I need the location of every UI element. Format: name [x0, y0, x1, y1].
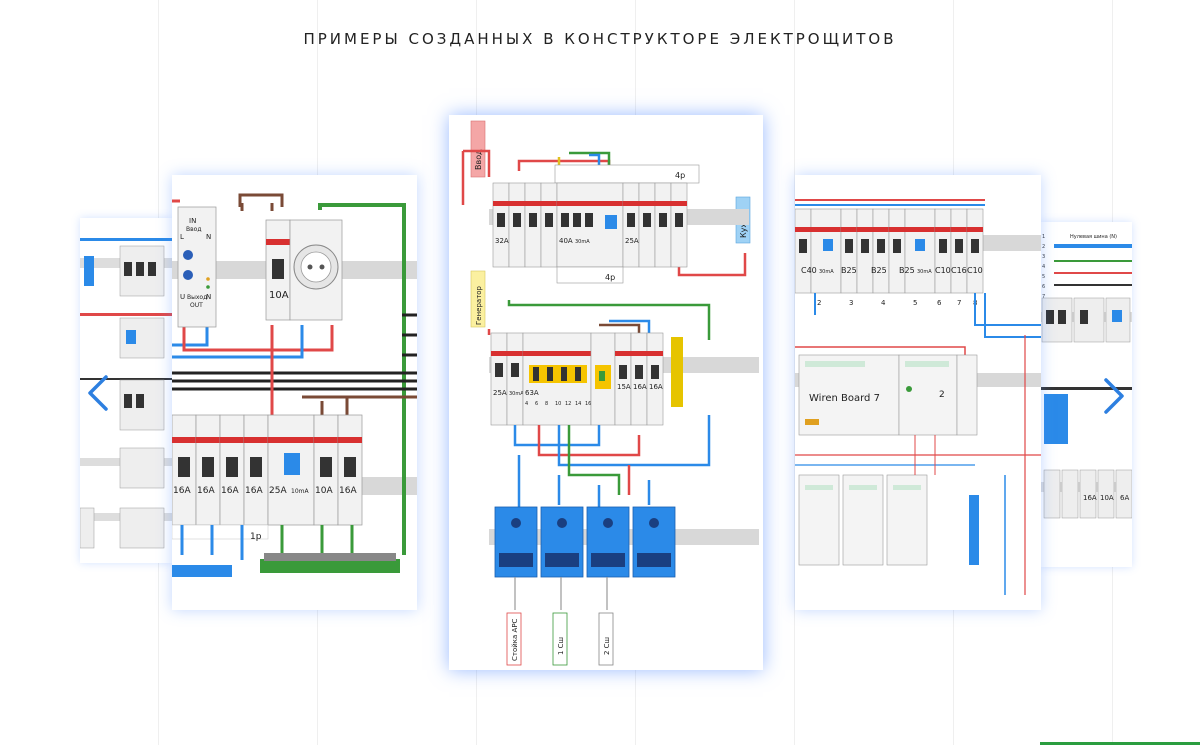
svg-text:15A: 15A — [617, 383, 631, 391]
svg-text:63A: 63A — [525, 389, 539, 397]
bg-grid-line — [794, 0, 795, 745]
svg-text:4р: 4р — [605, 273, 615, 282]
svg-text:14: 14 — [575, 401, 581, 407]
breaker-row: 16A 16A 16A 16A 25A 10mA — [172, 414, 363, 526]
schema-far-left — [80, 218, 172, 563]
svg-text:16A: 16A — [633, 383, 647, 391]
schema-right: C40 30mA B25 B25 B25 30mA — [795, 175, 1041, 610]
svg-text:C10: C10 — [935, 266, 951, 275]
svg-text:30mA: 30mA — [917, 269, 932, 275]
neutral-bus-label: Нулевая шина (N) — [1070, 234, 1117, 240]
svg-text:1p: 1p — [250, 532, 262, 542]
voltage-relay: IN Ввод L N U Выход N OUT — [177, 206, 217, 328]
svg-text:C10: C10 — [967, 266, 983, 275]
svg-text:OUT: OUT — [190, 302, 203, 309]
chevron-left-icon — [88, 375, 108, 411]
svg-text:25A: 25A — [493, 389, 507, 397]
svg-text:2: 2 — [1042, 244, 1045, 250]
svg-text:Кухня: Кухня — [739, 213, 748, 238]
svg-text:30mA: 30mA — [575, 239, 590, 245]
svg-text:B25: B25 — [899, 266, 915, 275]
svg-text:B25: B25 — [841, 266, 857, 275]
svg-text:40A: 40A — [559, 237, 573, 245]
svg-text:1 Сш: 1 Сш — [557, 637, 565, 655]
svg-text:16A: 16A — [339, 486, 357, 496]
svg-text:7: 7 — [957, 299, 961, 307]
svg-text:10A: 10A — [315, 486, 333, 496]
relay-modules — [798, 474, 928, 566]
carousel-prev-button[interactable] — [84, 373, 114, 413]
svg-text:6A: 6A — [1120, 494, 1129, 502]
din-socket — [289, 219, 343, 321]
page-title: ПРИМЕРЫ СОЗДАННЫХ В КОНСТРУКТОРЕ ЭЛЕКТРО… — [303, 30, 897, 48]
svg-text:Стойка АРС: Стойка АРС — [511, 618, 519, 661]
svg-text:Ввод: Ввод — [474, 149, 483, 170]
svg-text:16A: 16A — [245, 486, 263, 496]
svg-text:25A: 25A — [625, 237, 639, 245]
socket-breaker: 10A — [265, 219, 291, 321]
svg-text:30mA: 30mA — [509, 391, 524, 397]
svg-text:C16: C16 — [951, 266, 967, 275]
slide-far-left[interactable] — [80, 218, 172, 563]
svg-text:3: 3 — [1042, 254, 1045, 260]
svg-text:10: 10 — [555, 401, 561, 407]
controller-module: Wiren Board 7 2 — [798, 354, 978, 436]
svg-text:16: 16 — [585, 401, 591, 407]
slide-far-right[interactable]: Нулевая шина (N) 1 2 3 4 5 6 7 8 9 10 — [1040, 222, 1132, 567]
svg-text:U: U — [180, 293, 185, 301]
svg-text:30mA: 30mA — [819, 269, 834, 275]
svg-text:Ввод: Ввод — [186, 226, 201, 233]
svg-text:3: 3 — [849, 299, 853, 307]
svg-text:L: L — [180, 233, 184, 241]
svg-text:4: 4 — [881, 299, 886, 307]
svg-text:7: 7 — [1042, 294, 1045, 300]
schema-center: Ввод Кухня Генератор 4р — [449, 115, 763, 670]
svg-text:32A: 32A — [495, 237, 509, 245]
svg-text:N: N — [206, 293, 211, 301]
svg-text:Генератор: Генератор — [475, 285, 483, 325]
slide-left[interactable]: IN Ввод L N U Выход N OUT 10A — [172, 175, 417, 610]
svg-text:Wiren Board 7: Wiren Board 7 — [809, 393, 880, 404]
svg-text:2: 2 — [817, 299, 821, 307]
distribution-blocks — [494, 506, 676, 578]
svg-text:1: 1 — [1042, 234, 1045, 240]
svg-text:6: 6 — [937, 299, 942, 307]
right-breakers: C40 30mA B25 B25 B25 30mA — [795, 208, 984, 294]
svg-text:5: 5 — [913, 299, 917, 307]
svg-text:6: 6 — [1042, 284, 1045, 290]
slide-right[interactable]: C40 30mA B25 B25 B25 30mA — [795, 175, 1041, 610]
slide-center-active[interactable]: Ввод Кухня Генератор 4р — [449, 115, 763, 670]
svg-text:2: 2 — [939, 390, 945, 400]
svg-text:6: 6 — [535, 401, 538, 407]
svg-text:Выход: Выход — [187, 294, 207, 301]
svg-text:IN: IN — [189, 217, 196, 225]
svg-text:16A: 16A — [649, 383, 663, 391]
svg-text:8: 8 — [545, 401, 548, 407]
svg-text:12: 12 — [565, 401, 571, 407]
svg-text:16A: 16A — [197, 486, 215, 496]
svg-text:B25: B25 — [871, 266, 887, 275]
svg-text:4р: 4р — [675, 171, 685, 180]
svg-text:16A: 16A — [221, 486, 239, 496]
svg-text:10A: 10A — [269, 290, 289, 301]
schema-far-right: Нулевая шина (N) 1 2 3 4 5 6 7 8 9 10 — [1040, 222, 1132, 567]
chevron-right-icon — [1104, 378, 1124, 414]
svg-text:10mA: 10mA — [291, 488, 309, 495]
schema-left: IN Ввод L N U Выход N OUT 10A — [172, 175, 417, 610]
svg-text:4: 4 — [1042, 264, 1045, 270]
svg-text:C40: C40 — [801, 266, 817, 275]
svg-text:16A: 16A — [173, 486, 191, 496]
svg-text:10A: 10A — [1100, 494, 1114, 502]
svg-text:N: N — [206, 233, 211, 241]
svg-text:25A: 25A — [269, 486, 287, 496]
carousel-next-button[interactable] — [1098, 376, 1128, 416]
svg-text:2 Сш: 2 Сш — [603, 637, 611, 655]
svg-text:5: 5 — [1042, 274, 1045, 280]
bottom-accent-bar — [1040, 742, 1200, 745]
center-top-breakers: 32A 40A 30mA 25A — [492, 182, 688, 268]
svg-text:4: 4 — [525, 401, 528, 407]
svg-text:16A: 16A — [1083, 494, 1097, 502]
center-mid-breakers: 25A 30mA 63A 15A — [490, 332, 683, 426]
